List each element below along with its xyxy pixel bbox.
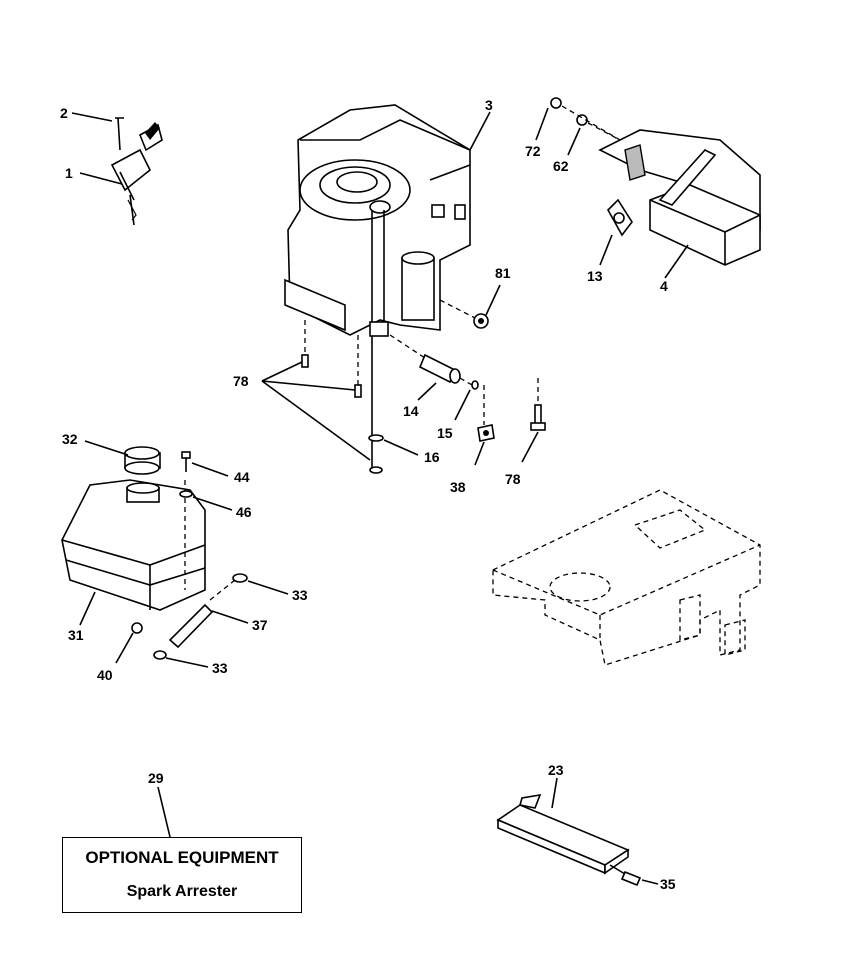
callout-78-left: 78 <box>233 373 249 389</box>
callout-1: 1 <box>65 165 73 181</box>
callout-31: 31 <box>68 627 84 643</box>
callout-15: 15 <box>437 425 453 441</box>
screw-35-part <box>609 864 642 887</box>
engine-bolts-part <box>301 354 384 474</box>
callout-33-upper: 33 <box>292 587 308 603</box>
callout-78-right: 78 <box>505 471 521 487</box>
callout-40: 40 <box>97 667 113 683</box>
callout-62: 62 <box>553 158 569 174</box>
callout-14: 14 <box>403 403 419 419</box>
screw-44-part <box>181 451 191 472</box>
fuel-tank-part <box>61 479 206 611</box>
callout-16: 16 <box>424 449 440 465</box>
optional-equipment-box: OPTIONAL EQUIPMENT Spark Arrester <box>62 837 302 913</box>
throttle-control-part <box>110 117 163 226</box>
spark-arrester-label: Spark Arrester <box>126 883 238 900</box>
callout-46: 46 <box>236 504 252 520</box>
callout-35: 35 <box>660 876 676 892</box>
spacer-14-part <box>418 353 461 384</box>
callout-23: 23 <box>548 762 564 778</box>
callout-38: 38 <box>450 479 466 495</box>
optional-equipment-title: OPTIONAL EQUIPMENT <box>85 848 279 867</box>
engine-part <box>284 104 471 470</box>
callout-81: 81 <box>495 265 511 281</box>
callout-2: 2 <box>60 105 68 121</box>
callout-13: 13 <box>587 268 603 284</box>
callout-3: 3 <box>485 97 493 113</box>
bolt-78-part <box>530 404 546 431</box>
callout-37: 37 <box>252 617 268 633</box>
tractor-frame-part <box>492 489 761 666</box>
callout-29: 29 <box>148 770 164 786</box>
callout-33-lower: 33 <box>212 660 228 676</box>
fuel-cap-part <box>124 446 161 475</box>
grommet-46-part <box>179 490 193 498</box>
muffler-part <box>550 97 761 266</box>
fuel-line-part <box>131 573 248 660</box>
callout-32: 32 <box>62 431 78 447</box>
callout-4: 4 <box>660 278 668 294</box>
callout-44: 44 <box>234 469 250 485</box>
washer-15-part <box>471 380 479 390</box>
callout-72: 72 <box>525 143 541 159</box>
nut-81-part <box>473 313 489 329</box>
nut-38-part <box>477 424 495 442</box>
heat-shield-part <box>496 793 630 875</box>
